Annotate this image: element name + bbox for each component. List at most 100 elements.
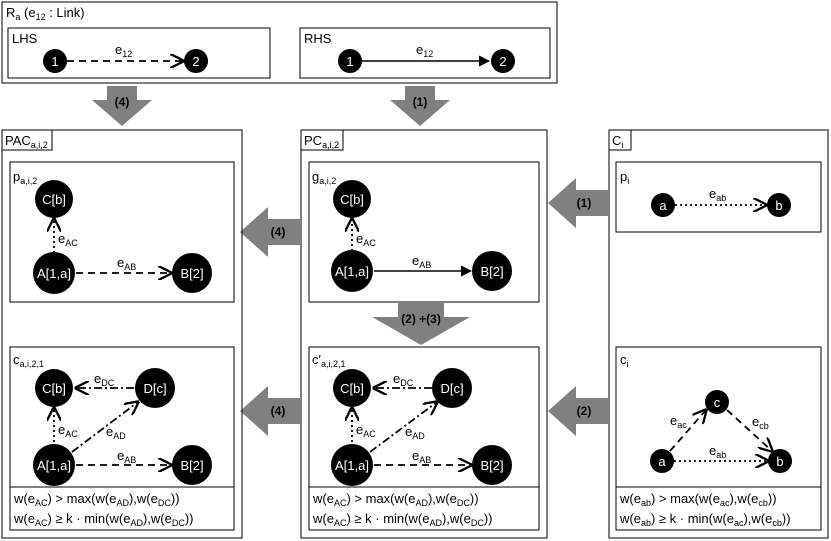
rhs-edge-label: e12 xyxy=(416,42,433,59)
pc-c-eAD-label: eAD xyxy=(405,424,425,441)
ci-p-node-b-label: b xyxy=(775,198,782,213)
rhs-node-2-label: 2 xyxy=(499,54,506,69)
pc-g-node-C-label: C[b] xyxy=(340,192,364,207)
arrow-left-4-mid: (4) xyxy=(240,207,300,257)
lhs-edge-label: e12 xyxy=(115,42,132,59)
pc-cond-2: w(eAC) ≥ k · min(w(eAD),w(eDC)) xyxy=(312,511,493,528)
pac-c-eAC-label: eAC xyxy=(58,422,78,439)
rhs-panel: RHS e12 1 2 xyxy=(299,27,551,79)
arrow-left-2-low: (2) xyxy=(548,386,608,436)
ci-box: Ci pi eab a b ci eac ecb eab c a xyxy=(608,129,829,539)
pac-c-node-A xyxy=(33,444,75,486)
pc-box: PCa,i,2 ga,i,2 eAC eAB C[b] A[1,a] B[2] … xyxy=(300,129,548,539)
ci-c-label: ci xyxy=(620,352,629,369)
pac-p-node-B xyxy=(172,253,212,293)
arrow-down-4: (4) xyxy=(92,86,152,126)
svg-text:(2) +(3): (2) +(3) xyxy=(401,312,441,326)
pac-c-node-D-label: D[c] xyxy=(143,381,166,396)
pac-c-node-B-label: B[2] xyxy=(180,458,203,473)
pc-c-node-A-label: A[1,a] xyxy=(335,458,369,473)
pac-c-node-A-label: A[1,a] xyxy=(37,458,71,473)
arrow-left-4-low: (4) xyxy=(240,386,300,436)
pac-title: PACa,i,2 xyxy=(5,133,48,150)
svg-text:(4): (4) xyxy=(115,95,130,109)
pc-c-panel: c′a,i,2,1 eAC eDC eAD eAB C[b] D[c] A[1,… xyxy=(308,346,540,488)
pac-p-node-A-label: A[1,a] xyxy=(37,266,71,281)
ci-c-eac-label: eac xyxy=(670,413,687,430)
pac-c-edge-eAD xyxy=(71,402,138,453)
ci-c-node-a xyxy=(650,449,674,473)
svg-text:(1): (1) xyxy=(413,95,428,109)
pac-cond-1: w(eAC) > max(w(eAD),w(eDC)) xyxy=(13,491,180,508)
rhs-label: RHS xyxy=(304,31,332,46)
pc-g-node-A-label: A[1,a] xyxy=(335,264,369,279)
rhs-node-1-label: 1 xyxy=(346,54,353,69)
pc-cond-1: w(eAC) > max(w(eAD),w(eDC)) xyxy=(312,491,479,508)
pc-c-edge-eAD xyxy=(369,402,437,453)
ci-p-label: pi xyxy=(620,169,629,186)
arrow-left-1-mid: (1) xyxy=(548,178,608,228)
pc-c-node-D-label: D[c] xyxy=(440,381,463,396)
pac-c-node-C-label: C[b] xyxy=(42,381,66,396)
lhs-label: LHS xyxy=(12,31,38,46)
ci-c-ecb-label: ecb xyxy=(752,414,769,431)
ci-c-node-a-label: a xyxy=(658,454,666,469)
pac-conditions: w(eAC) > max(w(eAD),w(eDC)) w(eAC) ≥ k ·… xyxy=(9,486,235,531)
pc-g-panel: ga,i,2 eAC eAB C[b] A[1,a] B[2] xyxy=(308,161,540,303)
ci-c-node-c-label: c xyxy=(714,395,721,410)
pc-c-label: c′a,i,2,1 xyxy=(312,352,345,369)
ci-p-node-a xyxy=(651,193,675,217)
lhs-node-1-label: 1 xyxy=(51,54,58,69)
rule-title: Ra (e12 : Link) xyxy=(6,5,85,22)
pac-p-node-C xyxy=(35,180,73,218)
rhs-node-2 xyxy=(491,49,515,73)
ci-c-node-b xyxy=(768,449,792,473)
pc-c-node-D xyxy=(432,368,472,408)
arrow-down-1: (1) xyxy=(390,86,450,126)
pac-c-node-B xyxy=(172,445,212,485)
rule-box: Ra (e12 : Link) LHS e12 1 2 RHS e12 1 2 xyxy=(1,1,558,84)
pc-g-node-B xyxy=(472,251,512,291)
pc-g-node-C xyxy=(333,180,371,218)
pac-p-label: pa,i,2 xyxy=(13,169,37,186)
pc-c-node-A xyxy=(331,444,373,486)
lhs-node-2 xyxy=(184,49,208,73)
pc-g-label: ga,i,2 xyxy=(312,169,336,186)
pac-p-eAB-label: eAB xyxy=(117,255,136,272)
pc-g-node-B-label: B[2] xyxy=(480,264,503,279)
pc-g-eAC-label: eAC xyxy=(356,231,376,248)
pc-g-eAB-label: eAB xyxy=(412,253,431,270)
pac-c-node-C xyxy=(35,369,73,407)
ci-c-node-c xyxy=(705,390,729,414)
pac-box: PACa,i,2 pa,i,2 eAC eAB C[b] A[1,a] B[2]… xyxy=(1,129,243,539)
ci-conditions: w(eab) > max(w(eac),w(ecb)) w(eab) ≥ k ·… xyxy=(615,486,822,531)
pac-c-eAD-label: eAD xyxy=(106,424,126,441)
svg-text:(4): (4) xyxy=(271,225,286,239)
ci-c-edge-eac xyxy=(669,410,706,452)
pac-cond-2: w(eAC) ≥ k · min(w(eAD),w(eDC)) xyxy=(13,511,194,528)
pc-c-node-B-label: B[2] xyxy=(480,458,503,473)
pc-c-node-B xyxy=(472,445,512,485)
ci-p-panel: pi eab a b xyxy=(615,161,822,233)
lhs-node-1 xyxy=(43,49,67,73)
pac-c-eAB-label: eAB xyxy=(117,448,136,465)
pac-p-eAC-label: eAC xyxy=(58,231,78,248)
pc-title: PCa,i,2 xyxy=(304,133,339,150)
pac-p-node-C-label: C[b] xyxy=(42,192,66,207)
pc-c-eAB-label: eAB xyxy=(412,448,431,465)
ci-p-node-a-label: a xyxy=(659,198,667,213)
lhs-panel: LHS e12 1 2 xyxy=(7,27,271,79)
ci-c-panel: ci eac ecb eab c a b xyxy=(615,346,822,488)
pac-p-node-A xyxy=(33,252,75,294)
pac-p-node-B-label: B[2] xyxy=(180,266,203,281)
svg-text:(4): (4) xyxy=(271,404,286,418)
ci-c-eab-label: eab xyxy=(709,443,726,460)
pac-c-node-D xyxy=(135,368,175,408)
svg-text:(1): (1) xyxy=(577,196,592,210)
pac-p-panel: pa,i,2 eAC eAB C[b] A[1,a] B[2] xyxy=(9,161,235,303)
ci-p-node-b xyxy=(767,193,791,217)
pac-c-panel: ca,i,2,1 eAC eDC eAD eAB C[b] D[c] A[1,a… xyxy=(9,346,235,488)
ci-cond-2: w(eab) ≥ k · min(w(eac),w(ecb)) xyxy=(619,511,791,528)
pc-c-node-C-label: C[b] xyxy=(340,381,364,396)
